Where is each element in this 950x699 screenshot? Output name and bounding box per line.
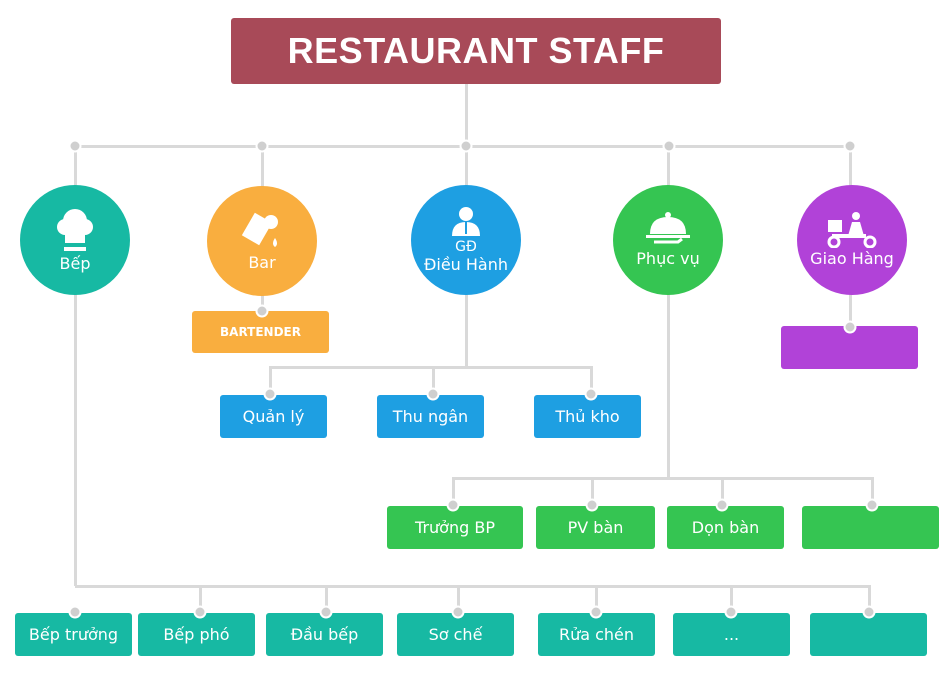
department-label: Giao Hàng xyxy=(810,249,894,268)
connector xyxy=(74,146,77,586)
connector xyxy=(269,366,272,394)
connector xyxy=(325,585,328,612)
department-label: Bar xyxy=(248,253,276,272)
connector xyxy=(595,585,598,612)
connector xyxy=(199,585,202,612)
role-so-che: Sơ chế xyxy=(397,613,514,656)
chart-title: RESTAURANT STAFF xyxy=(231,18,721,84)
role-thu-kho: Thủ kho xyxy=(534,395,641,438)
connector xyxy=(452,477,455,505)
delivery-scooter-icon xyxy=(827,212,877,248)
connector xyxy=(871,477,874,505)
role-more: ... xyxy=(673,613,790,656)
role-bep-pho: Bếp phó xyxy=(138,613,255,656)
role-service-empty xyxy=(802,506,939,549)
connector xyxy=(453,477,873,480)
connector-dot xyxy=(585,498,599,512)
connector-dot xyxy=(584,387,598,401)
connector xyxy=(457,585,460,612)
connector-dot xyxy=(263,387,277,401)
connector-dot xyxy=(68,139,82,153)
role-thu-ngan: Thu ngân xyxy=(377,395,484,438)
department-label: Bếp xyxy=(59,254,91,273)
connector-dot xyxy=(662,139,676,153)
department-giao-hang: Giao Hàng xyxy=(797,185,907,295)
connector-dot xyxy=(865,498,879,512)
connector-dot xyxy=(446,498,460,512)
drinks-icon xyxy=(241,212,278,247)
connector-dot xyxy=(255,304,269,318)
connector-dot xyxy=(589,605,603,619)
role-bep-truong: Bếp trưởng xyxy=(15,613,132,656)
department-phuc-vu: Phục vụ xyxy=(613,185,723,295)
connector xyxy=(591,477,594,505)
connector-dot xyxy=(843,139,857,153)
connector-dot xyxy=(451,605,465,619)
connector-dot xyxy=(843,320,857,334)
connector xyxy=(590,366,593,394)
role-don-ban: Dọn bàn xyxy=(667,506,784,549)
connector xyxy=(721,477,724,505)
connector-dot xyxy=(68,605,82,619)
role-quan-ly: Quản lý xyxy=(220,395,327,438)
department-label-line1: GĐ xyxy=(455,239,477,255)
connector xyxy=(667,146,670,478)
connector-dot xyxy=(193,605,207,619)
role-kitchen-empty xyxy=(810,613,927,656)
role-bartender: BARTENDER xyxy=(192,311,329,353)
connector-dot xyxy=(255,139,269,153)
connector xyxy=(868,585,871,612)
connector xyxy=(75,585,870,588)
department-label-line2: Điều Hành xyxy=(423,255,509,274)
connector xyxy=(432,366,435,394)
connector xyxy=(730,585,733,612)
connector-dot xyxy=(319,605,333,619)
role-rua-chen: Rửa chén xyxy=(538,613,655,656)
connector-dot xyxy=(426,387,440,401)
department-bep: Bếp xyxy=(20,185,130,295)
connector-dot xyxy=(459,139,473,153)
department-label: Phục vụ xyxy=(636,249,700,268)
connector-dot xyxy=(862,605,876,619)
manager-icon xyxy=(452,207,480,236)
connector xyxy=(269,366,592,369)
connector-dot xyxy=(715,498,729,512)
department-management: GĐ Điều Hành xyxy=(411,185,521,295)
department-bar: Bar xyxy=(207,186,317,296)
connector xyxy=(465,84,468,146)
connector-dot xyxy=(724,605,738,619)
cloche-icon xyxy=(646,212,690,244)
role-truong-bp: Trưởng BP xyxy=(387,506,523,549)
role-pv-ban: PV bàn xyxy=(536,506,655,549)
chef-hat-icon xyxy=(57,209,93,251)
role-dau-bep: Đầu bếp xyxy=(266,613,383,656)
